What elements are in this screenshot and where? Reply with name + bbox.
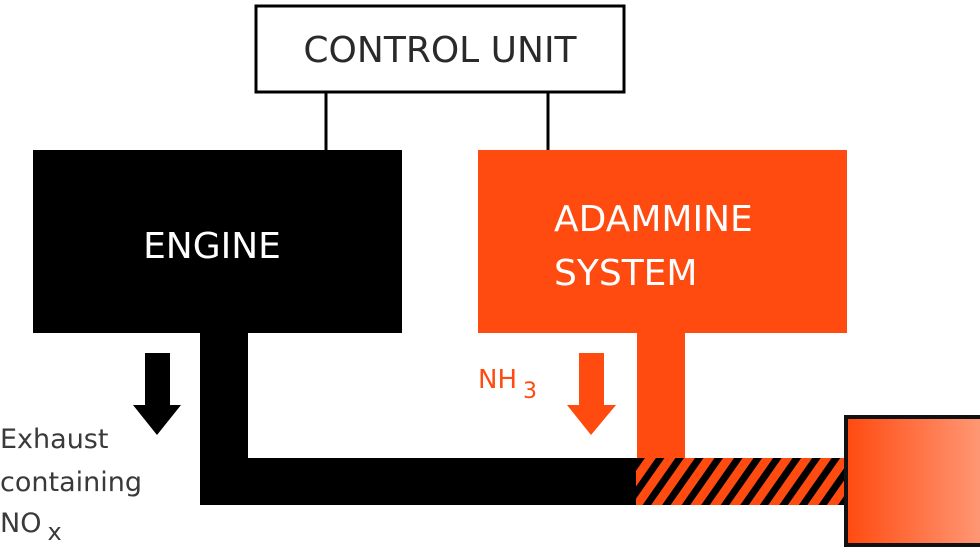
adammine-box	[478, 150, 847, 333]
exhaust-pipe-horizontal	[200, 458, 636, 505]
control-unit-label: CONTROL UNIT	[303, 30, 577, 71]
mixing-section-hatched	[636, 458, 846, 505]
nox-base: NO	[0, 508, 41, 539]
exhaust-arrow-icon	[133, 353, 181, 435]
engine-label: ENGINE	[143, 226, 281, 267]
exhaust-label-line2: containing	[0, 467, 142, 498]
ammonia-feed-pipe	[637, 333, 685, 458]
nh3-arrow-icon	[567, 353, 616, 435]
adammine-label-line2: SYSTEM	[554, 253, 698, 294]
engine-box	[33, 150, 402, 333]
nh3-subscript: 3	[523, 379, 537, 404]
nox-subscript: x	[47, 518, 61, 546]
control-unit-box	[254, 4, 626, 94]
adammine-label-line1: ADAMMINE	[554, 199, 753, 240]
catalyst-box	[844, 415, 980, 547]
exhaust-label-line1: Exhaust	[0, 424, 108, 455]
nh3-base: NH	[478, 365, 517, 395]
